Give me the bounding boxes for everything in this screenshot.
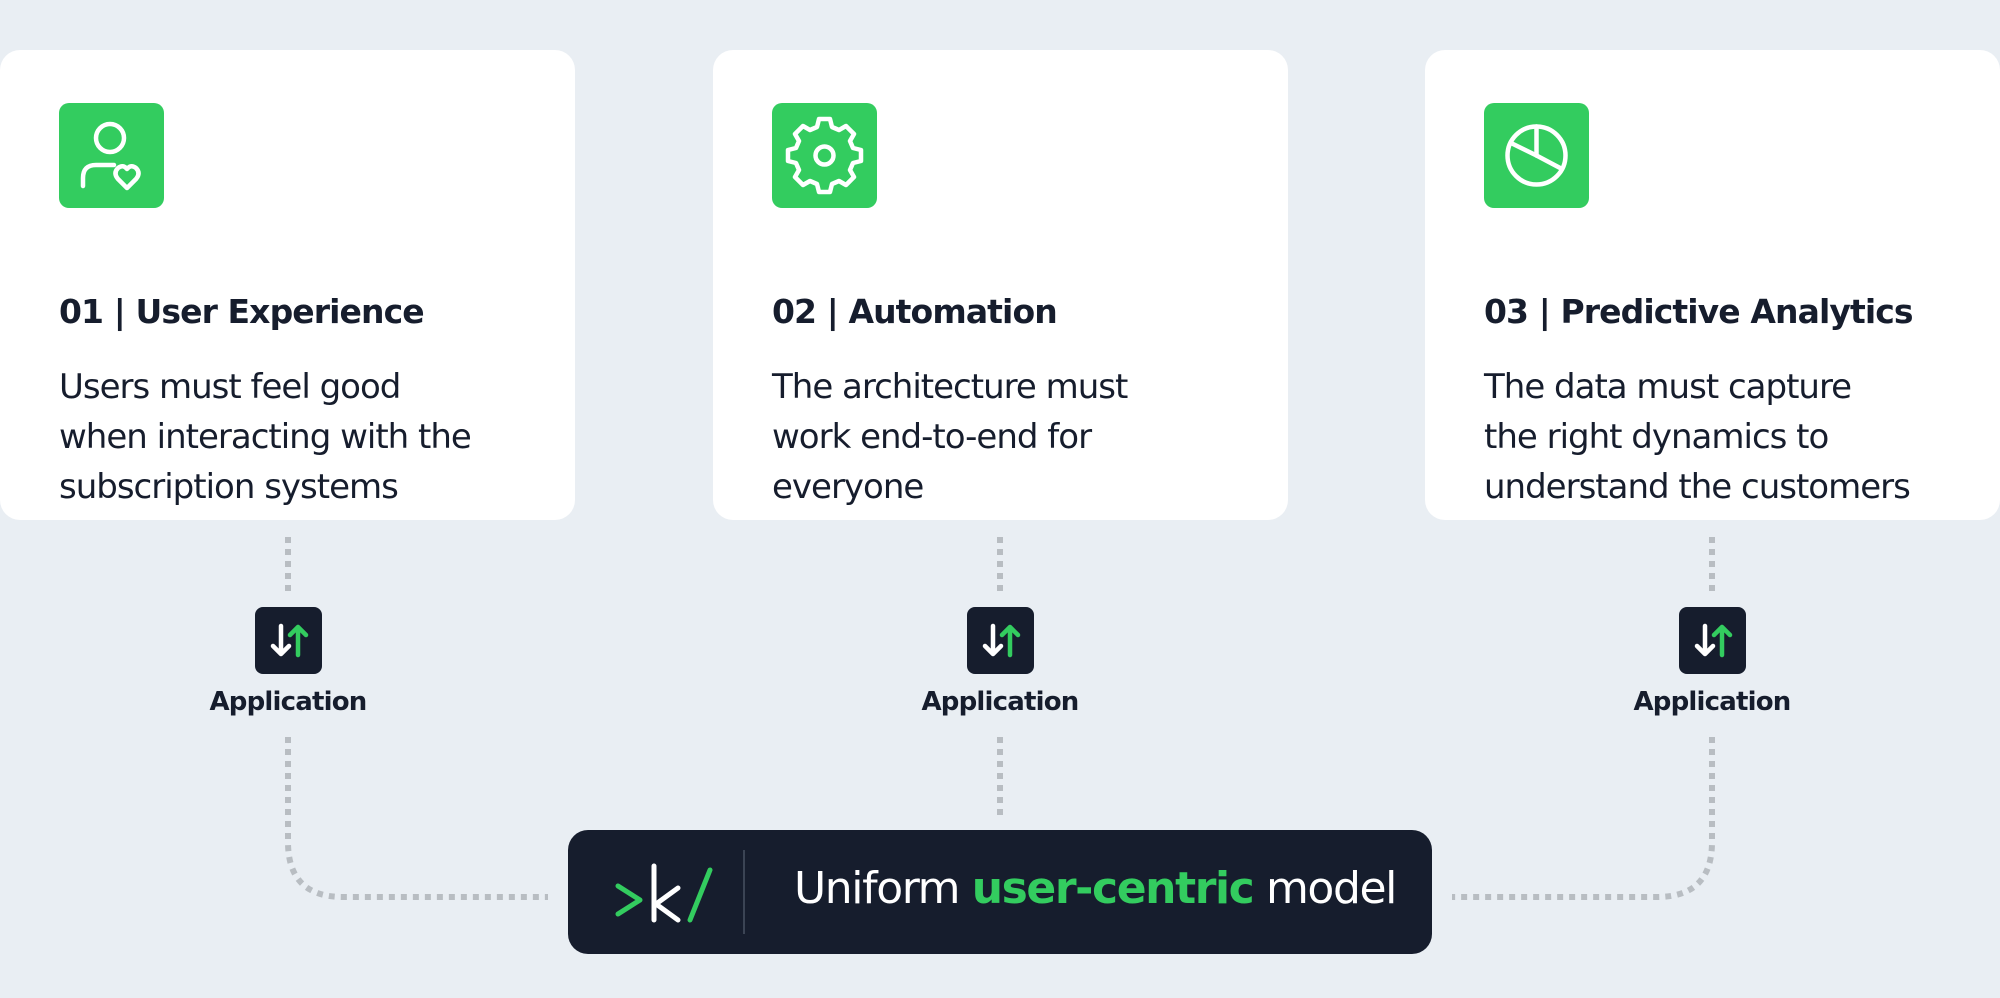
model-text-after: model [1265, 863, 1397, 914]
card-automation: 02 | Automation The architecture must wo… [713, 50, 1288, 520]
up-down-arrows-icon [1679, 607, 1746, 674]
application-label: Application [209, 687, 367, 717]
up-down-arrows-icon [255, 607, 322, 674]
model-text-before: Uniform [794, 863, 961, 914]
application-node-2: Application [900, 607, 1100, 737]
connector-app-3-model [1452, 737, 1715, 900]
card-user-experience: 01 | User Experience Users must feel goo… [0, 50, 575, 520]
card-title: 03 | Predictive Analytics [1484, 292, 1914, 331]
user-heart-icon [59, 103, 164, 208]
divider [743, 850, 745, 934]
application-node-1: Application [188, 607, 388, 737]
connector-app-1-model [285, 737, 548, 900]
card-title: 02 | Automation [772, 292, 1058, 331]
pie-chart-icon [1484, 103, 1589, 208]
card-description: The architecture must work end-to-end fo… [772, 367, 1128, 507]
uniform-model-box: Uniform user-centric model [568, 830, 1432, 954]
card-predictive-analytics: 03 | Predictive Analytics The data must … [1425, 50, 2000, 520]
card-description: Users must feel good when interacting wi… [59, 367, 472, 507]
model-text-accent: user-centric [971, 863, 1255, 914]
application-label: Application [921, 687, 1079, 717]
up-down-arrows-icon [967, 607, 1034, 674]
brand-logo [610, 860, 720, 926]
model-text: Uniform user-centric model [794, 863, 1397, 914]
card-title: 01 | User Experience [59, 292, 425, 331]
card-description: The data must capture the right dynamics… [1484, 367, 1911, 507]
application-label: Application [1633, 687, 1791, 717]
application-node-3: Application [1612, 607, 1812, 737]
gear-icon [772, 103, 877, 208]
